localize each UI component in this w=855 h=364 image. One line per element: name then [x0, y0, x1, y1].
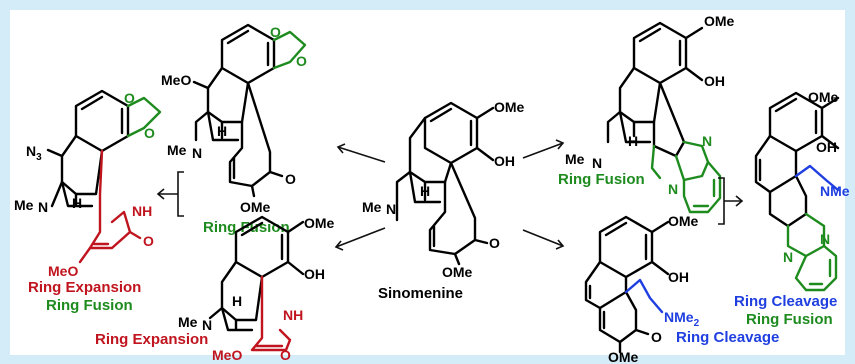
arrow-head-top-right	[555, 139, 565, 150]
left-o: O	[143, 233, 154, 249]
arrow-head-right	[735, 195, 744, 207]
top-left-o2: O	[296, 53, 307, 69]
bottom-right-nme2: NMe2	[664, 309, 700, 329]
bottom-right-ome: OMe	[668, 213, 699, 229]
bottom-left-label: Ring Expansion	[95, 331, 208, 348]
top-left-o1: O	[270, 24, 281, 40]
center-o: O	[489, 235, 500, 251]
bottom-left-oh: OH	[304, 266, 325, 282]
left-me: Me	[14, 197, 34, 213]
far-right-ome: OMe	[808, 89, 839, 105]
bottom-right-structure: OMe OH NMe2 O OMe Ring Cleavage	[584, 213, 779, 364]
top-left-ome: OMe	[240, 199, 271, 215]
sinomenine-structure: OMe OH O OMe Me N H Sinomenine	[362, 99, 525, 302]
far-right-n2: N	[783, 249, 793, 265]
bottom-left-o: O	[280, 347, 291, 363]
center-ome-top: OMe	[494, 99, 525, 115]
left-n: N	[38, 199, 48, 215]
far-right-nme: NMe	[820, 183, 850, 199]
center-ome-bottom: OMe	[442, 264, 473, 280]
arrow-to-bottom-right	[522, 229, 564, 247]
center-n: N	[386, 201, 396, 217]
top-right-n: N	[592, 155, 602, 171]
top-right-oh: OH	[704, 73, 725, 89]
arrow-head-bottom-right	[555, 239, 565, 250]
bottom-left-me: Me	[178, 314, 198, 330]
arrow-to-bottom-left	[335, 227, 386, 248]
bottom-right-ome-bottom: OMe	[608, 349, 639, 364]
bottom-left-nh: NH	[283, 307, 303, 323]
arrow-head-left	[156, 188, 165, 200]
reaction-arrows	[156, 139, 744, 251]
far-right-oh: OH	[816, 139, 837, 155]
top-left-o: O	[285, 171, 296, 187]
left-nh: NH	[132, 203, 152, 219]
top-right-ome: OMe	[704, 13, 735, 29]
left-label-1: Ring Expansion	[28, 279, 141, 296]
arrow-to-top-left	[337, 146, 386, 163]
arrow-head-bottom-left	[334, 240, 344, 251]
far-right-structure: OMe OH NMe N N Ring Cleavage Ring Fusion	[734, 89, 850, 328]
far-right-label-2: Ring Fusion	[746, 311, 833, 328]
bottom-left-h: H	[232, 293, 242, 309]
left-h: H	[72, 195, 82, 211]
bottom-left-structure: OMe OH Me N H NH MeO O Ring Expansion	[95, 215, 335, 363]
far-right-n1: N	[820, 231, 830, 247]
top-left-n: N	[192, 145, 202, 161]
center-h: H	[420, 183, 430, 199]
top-left-h: H	[217, 123, 227, 139]
bottom-left-n: N	[202, 317, 212, 333]
left-o1: O	[124, 90, 135, 106]
bottom-right-o: O	[651, 329, 662, 345]
left-meo: MeO	[48, 263, 78, 279]
bottom-left-ome: OMe	[304, 215, 335, 231]
top-left-structure: O O MeO Me N H O OMe Ring Fusion	[161, 23, 307, 236]
top-left-me: Me	[167, 142, 187, 158]
center-oh: OH	[494, 153, 515, 169]
bottom-left-meo: MeO	[212, 347, 242, 363]
left-structure: N3 O O Me N H NH O MeO Ring Expansion Ri…	[14, 89, 162, 314]
center-name: Sinomenine	[378, 285, 463, 302]
top-right-structure: OMe OH Me N H N N Ring Fusion	[558, 13, 735, 214]
top-right-n2: N	[668, 181, 678, 197]
bottom-right-label: Ring Cleavage	[676, 329, 779, 346]
top-right-n1: N	[702, 133, 712, 149]
arrow-head-top-left	[336, 143, 346, 154]
left-n3: N3	[26, 143, 42, 163]
top-left-label: Ring Fusion	[203, 219, 290, 236]
center-me: Me	[362, 199, 382, 215]
merge-bracket-left	[158, 171, 184, 217]
top-left-meo: MeO	[161, 72, 191, 88]
arrow-to-top-right	[522, 142, 564, 159]
left-label-2: Ring Fusion	[46, 297, 133, 314]
top-right-me: Me	[565, 151, 585, 167]
bottom-right-oh: OH	[668, 269, 689, 285]
top-right-label: Ring Fusion	[558, 171, 645, 188]
top-right-h: H	[628, 133, 638, 149]
left-o2: O	[144, 125, 155, 141]
far-right-label-1: Ring Cleavage	[734, 293, 837, 310]
merge-bracket-right	[718, 177, 742, 225]
